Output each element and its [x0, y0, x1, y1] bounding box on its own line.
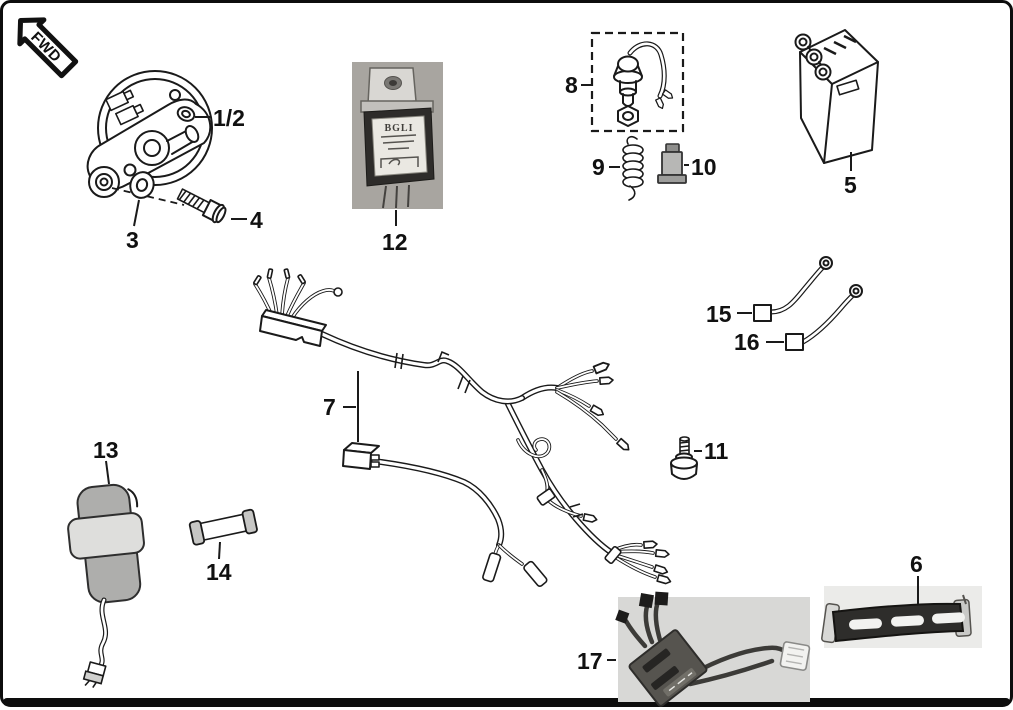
wire15-connector [753, 304, 772, 322]
switch-assembly [590, 31, 685, 133]
plug-part [657, 143, 687, 184]
callout-wire16: 16 [734, 329, 760, 355]
callout-strap: 6 [910, 551, 923, 577]
cdi-mount-band [67, 512, 145, 560]
harness-wire-cover [482, 552, 502, 583]
horn-pivot [88, 166, 120, 198]
rectifier-module [628, 629, 708, 707]
battery-strap-part [821, 586, 982, 648]
callout-relay: 12 [382, 229, 408, 255]
washer-part [129, 171, 155, 199]
battery-slot [836, 79, 860, 96]
cdi-unit-part [67, 483, 145, 689]
harness-clip [437, 350, 450, 363]
rectifier-top-connector [638, 593, 654, 609]
callout-switch: 8 [565, 72, 578, 98]
horn-terminals [105, 89, 144, 126]
rectifier-side-connector [779, 641, 811, 671]
switch-dashed-box [590, 31, 685, 133]
callout-washer: 3 [126, 227, 139, 253]
lead-wire-15 [753, 256, 833, 322]
switch-nut [617, 105, 639, 127]
callout-wire15: 15 [706, 301, 732, 327]
relay-brand-text: BGLI [384, 123, 413, 134]
spring-part [622, 136, 644, 201]
harness-4pin-connector [342, 442, 380, 470]
fwd-arrow: FWD [17, 17, 79, 79]
battery-part [794, 29, 879, 164]
fwd-arrow-icon [17, 17, 79, 79]
bolt-part [176, 188, 227, 224]
horn-part [86, 70, 213, 198]
callout-plug: 10 [691, 154, 717, 180]
wire-harness-part [252, 268, 673, 588]
callout-battery: 5 [844, 172, 857, 198]
callout-horn: 1/2 [213, 105, 245, 131]
leader-fuse [218, 541, 221, 560]
relay-label [371, 115, 428, 177]
horn-hub [134, 130, 170, 166]
harness-left-connector [259, 315, 323, 347]
callout-harness: 7 [323, 394, 336, 420]
rectifier-photo [615, 591, 811, 707]
rectifier-top-connector [654, 591, 669, 606]
callout-fuse: 14 [206, 559, 232, 585]
small-bolt-part [670, 436, 698, 480]
harness-wire-cover [523, 560, 548, 588]
callout-small-bolt: 11 [704, 438, 729, 464]
wire16-ring-terminal [849, 284, 863, 298]
leader-cdi [105, 460, 110, 485]
cdi-connector [82, 661, 107, 689]
wire15-ring-terminal [819, 256, 833, 270]
leader-washer [133, 199, 140, 227]
lead-wire-16 [785, 284, 863, 351]
callout-rectifier: 17 [577, 648, 603, 674]
fuse-part [188, 508, 258, 546]
callout-cdi: 13 [93, 437, 119, 463]
battery-terminals [794, 33, 832, 81]
wire16-connector [785, 333, 804, 351]
callout-spring: 9 [592, 154, 605, 180]
flasher-relay-photo: BGLI [352, 62, 443, 209]
callout-bolt: 4 [250, 207, 263, 233]
